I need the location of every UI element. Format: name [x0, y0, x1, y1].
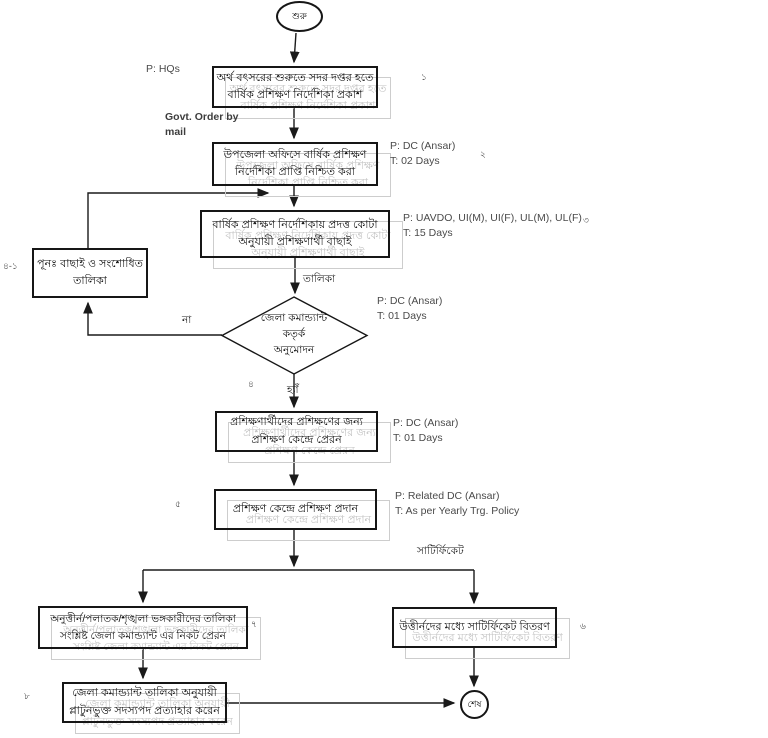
step-number-4-1: ৪-১: [3, 261, 18, 271]
node-certificates-ghost: উত্তীর্নদের মধ্যে সাটির্ফিকেট বিতরণ: [405, 618, 570, 659]
annotation-select: P: UAVDO, UI(M), UI(F), UL(M), UL(F) T: …: [403, 212, 582, 239]
node-fail-list-ghost: অনুত্তীর্ন/পলাতক/শৃঙ্খলা ভঙ্গকারীদের তাল…: [51, 617, 261, 660]
node-publish-guideline: অর্থ বৎসরের শুরুতে সদর দপ্তর হতে বার্ষিক…: [212, 66, 378, 108]
node-ensure-receipt: উপজেলা অফিসে বার্ষিক প্রশিক্ষণ নির্দেশিক…: [212, 142, 378, 186]
decision-diamond-shape: [220, 296, 369, 375]
node-revised-list: পূনঃ বাছাই ও সংশোধিত তালিকা: [32, 248, 148, 298]
edge-label-no: না: [182, 314, 192, 326]
step-number-3: ৩: [583, 215, 589, 225]
start-terminal: শুরু: [276, 1, 323, 32]
node-distribute-certificates: উত্তীর্নদের মধ্যে সাটির্ফিকেট বিতরণ: [392, 607, 557, 648]
edge-decision-no: [83, 301, 222, 336]
node-send-to-center: প্রশিক্ষণার্থীদের প্রশিক্ষণের জন্য প্রশি…: [215, 411, 378, 452]
step-number-1: ১: [421, 72, 427, 82]
edge-label-certificate: সাটির্ফিকেট: [417, 545, 464, 557]
step-number-4: ৪: [248, 379, 254, 389]
step-number-7: ৭: [251, 619, 257, 629]
annotation-govt-order: Govt. Order by mail: [165, 111, 239, 138]
step-number-6: ৬: [580, 621, 586, 631]
annotation-training: P: Related DC (Ansar) T: As per Yearly T…: [395, 490, 520, 517]
step-number-2: ২: [480, 149, 486, 159]
node-receive-ghost: উপজেলা অফিসে বার্ষিক প্রশিক্ষণ নির্দেশিক…: [225, 153, 391, 197]
node-select-trainees: বার্ষিক প্রশিক্ষণ নির্দেশিকায় প্রদত্ত ক…: [200, 210, 390, 258]
end-label: শেষ: [467, 699, 482, 709]
node-provide-training: প্রশিক্ষণ কেন্দ্রে প্রশিক্ষণ প্রদান: [214, 489, 377, 530]
node-training-ghost: প্রশিক্ষণ কেন্দ্রে প্রশিক্ষণ প্রদান: [227, 500, 390, 541]
node-fail-list: অনুত্তীর্ন/পলাতক/শৃঙ্খলা ভঙ্গকারীদের তাল…: [38, 606, 248, 649]
edge-start-to-publish: [289, 32, 300, 64]
step-number-5: ৫: [175, 499, 181, 509]
end-terminal: শেষ: [460, 690, 489, 719]
annotation-send: P: DC (Ansar) T: 01 Days: [393, 417, 459, 444]
edge-label-list: তালিকা: [303, 273, 336, 285]
edge-label-yes: হ্যাঁ: [287, 384, 299, 396]
annotation-receive: P: DC (Ansar) T: 02 Days: [390, 140, 456, 167]
decision-approval-text: জেলা কমান্ড্যান্ট কতৃর্ক অনুমোদন: [260, 312, 328, 356]
step-number-8: ৮: [24, 691, 30, 701]
annotation-hq: P: HQs: [146, 63, 180, 75]
node-withdraw-membership: জেলা কমান্ড্যান্ট তালিকা অনুযায়ী প্লাটু…: [62, 682, 227, 723]
edge-revisedlist-return: [87, 188, 270, 248]
annotation-decision: P: DC (Ansar) T: 01 Days: [377, 295, 443, 322]
start-label: শুরু: [292, 11, 307, 21]
